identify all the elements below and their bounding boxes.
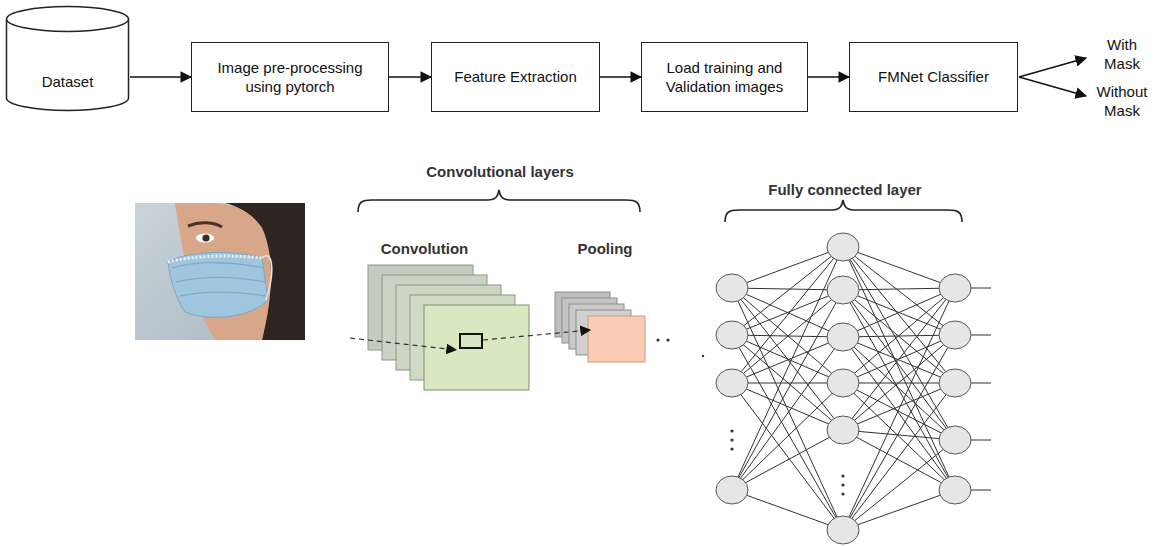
network-link xyxy=(843,288,955,530)
text-label: Convolutional layers xyxy=(390,163,610,182)
network-link xyxy=(843,383,955,430)
network-link xyxy=(843,335,955,530)
neuron xyxy=(716,369,748,397)
neuron xyxy=(716,476,748,504)
network-link xyxy=(843,290,955,490)
database-cylinder: Dataset xyxy=(5,5,130,112)
network-link xyxy=(732,290,843,335)
node-text: Image pre-processing using pytorch xyxy=(200,58,380,97)
pooling-stack xyxy=(555,292,645,362)
network-link xyxy=(843,288,955,383)
network-link xyxy=(732,430,843,490)
neural-network xyxy=(716,233,991,544)
convolution-stack xyxy=(368,265,529,390)
network-link xyxy=(732,383,843,384)
ellipsis-dot xyxy=(841,474,844,477)
ellipsis-dot xyxy=(841,483,844,486)
network-link xyxy=(732,288,843,290)
network-link xyxy=(732,288,843,530)
network-link xyxy=(732,290,843,490)
flow-arrow xyxy=(389,76,431,77)
network-link xyxy=(843,247,955,383)
network-link xyxy=(732,383,843,530)
network-link xyxy=(732,288,843,337)
neuron xyxy=(716,321,748,349)
node-text: Feature Extraction xyxy=(454,67,577,87)
network-link xyxy=(732,335,843,383)
flow-arrow xyxy=(600,76,641,77)
ellipsis-dot xyxy=(730,447,733,450)
neuron xyxy=(827,276,859,304)
network-link xyxy=(732,383,843,490)
network-link xyxy=(732,490,843,530)
flow-arrow xyxy=(808,76,849,77)
neuron xyxy=(827,416,859,444)
text-label: Without Mask xyxy=(1091,83,1153,121)
network-link xyxy=(843,383,955,530)
ellipsis-dot xyxy=(841,492,844,495)
text-label: Convolution xyxy=(362,240,487,259)
network-link xyxy=(732,247,843,383)
network-link xyxy=(843,383,955,440)
network-link xyxy=(843,430,955,490)
neuron xyxy=(827,369,859,397)
network-link xyxy=(732,335,843,530)
network-link xyxy=(732,247,843,335)
neuron xyxy=(939,476,971,504)
cylinder-outline xyxy=(5,5,130,112)
ellipsis-dot xyxy=(730,438,733,441)
neuron xyxy=(827,323,859,351)
network-link xyxy=(732,335,843,430)
neuron xyxy=(716,274,748,302)
dashed-arrows xyxy=(350,330,590,350)
network-link xyxy=(843,247,955,335)
text-label: With Mask xyxy=(1091,36,1153,74)
neuron xyxy=(827,516,859,544)
process-box: FMNet Classifier xyxy=(849,42,1018,112)
node-text: Load training and Validation images xyxy=(650,58,799,97)
node-text: Dataset xyxy=(42,73,94,90)
network-link xyxy=(843,440,955,530)
neuron xyxy=(939,426,971,454)
node-text: FMNet Classifier xyxy=(878,67,989,87)
network-link xyxy=(732,247,843,490)
network-link xyxy=(843,383,955,490)
process-box: Feature Extraction xyxy=(431,42,600,112)
neuron xyxy=(939,274,971,302)
neuron xyxy=(939,369,971,397)
flow-arrow xyxy=(130,76,191,77)
masked-face-photo xyxy=(135,203,305,340)
network-link xyxy=(843,490,955,530)
continuation-dots xyxy=(656,338,704,357)
output-arrows xyxy=(1019,58,1086,96)
network-link xyxy=(843,247,955,440)
cylinder-shape xyxy=(7,7,129,111)
neuron xyxy=(939,321,971,349)
network-link xyxy=(843,335,955,430)
network-link xyxy=(843,337,955,440)
network-link xyxy=(843,337,955,490)
neuron xyxy=(827,233,859,261)
text-label: Fully connected layer xyxy=(735,181,955,200)
network-link xyxy=(843,288,955,337)
network-link xyxy=(843,288,955,290)
text-label: Pooling xyxy=(560,240,650,259)
network-link xyxy=(732,337,843,490)
ellipsis-dot xyxy=(730,429,733,432)
process-box: Load training and Validation images xyxy=(641,42,808,112)
process-box: Image pre-processing using pytorch xyxy=(191,42,389,112)
